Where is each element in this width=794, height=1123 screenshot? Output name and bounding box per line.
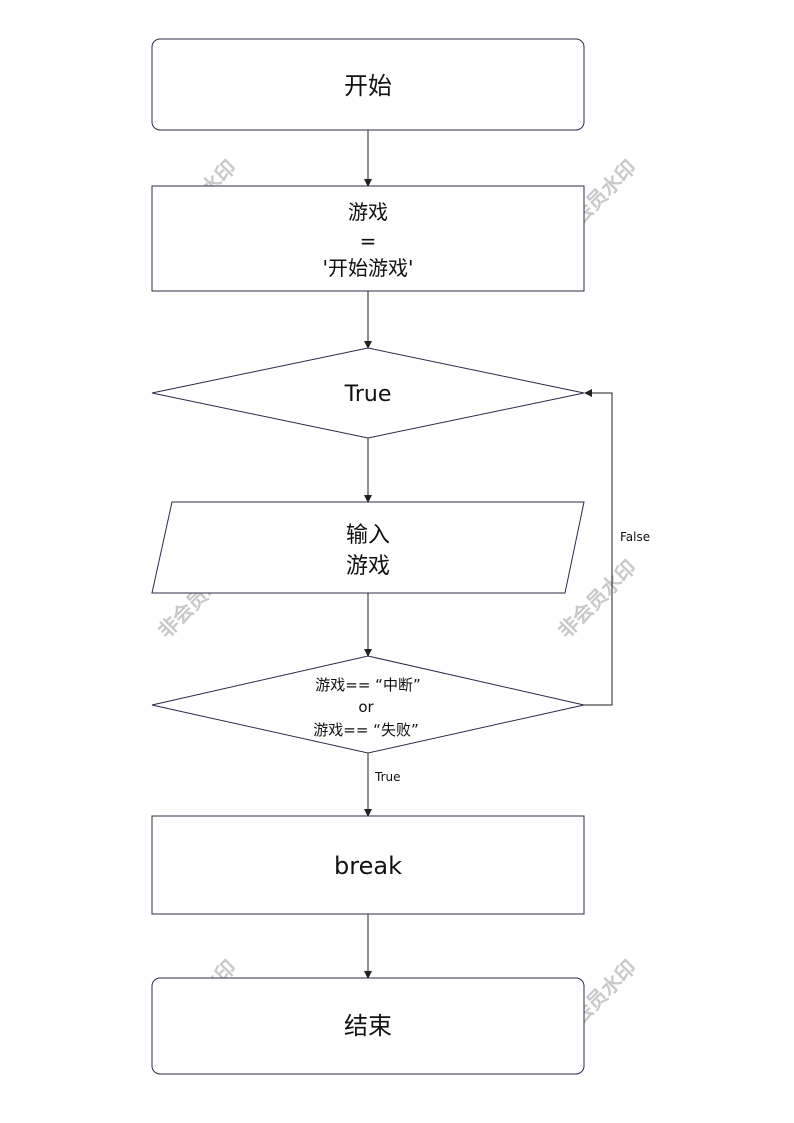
start-label: 开始 (344, 72, 392, 100)
assign-line-3: '开始游戏' (323, 256, 414, 280)
check-condition-node (151, 655, 585, 754)
input-line-2: 游戏 (346, 554, 390, 579)
assign-line-2: = (360, 229, 377, 253)
break-label: break (334, 852, 402, 880)
start-node (151, 38, 585, 131)
break-node (151, 815, 585, 915)
loop-condition-node (151, 347, 585, 439)
check-line-1: 游戏== “中断” (315, 676, 420, 694)
end-node (151, 977, 585, 1075)
assign-line-1: 游戏 (348, 200, 388, 224)
input-line-1: 输入 (346, 523, 390, 548)
arrow-false-loop-back (584, 389, 613, 706)
false-edge-label: False (620, 530, 650, 544)
connectors (364, 130, 613, 979)
true-edge-label: True (374, 770, 401, 784)
end-label: 结束 (344, 1012, 392, 1040)
loop-condition-label: True (344, 382, 392, 407)
input-node (151, 501, 585, 594)
check-line-3: 游戏== “失败” (313, 721, 418, 739)
assign-node (151, 185, 585, 292)
check-line-2: or (358, 698, 374, 716)
